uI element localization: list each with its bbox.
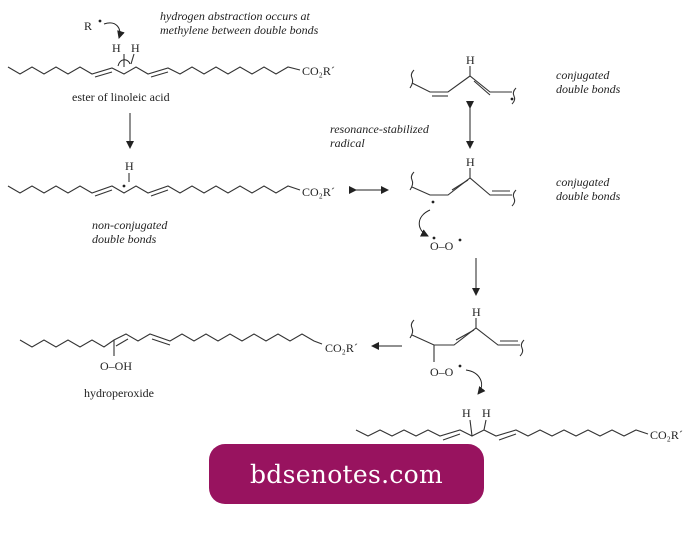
abstraction-note-line1: hydrogen abstraction occurs at xyxy=(160,9,311,23)
radical-dot xyxy=(98,19,102,23)
oxygen-radical-dot-1 xyxy=(432,236,436,240)
h-peroxyl-label: H xyxy=(472,305,481,319)
radical-dot-conj-mid xyxy=(431,200,435,204)
h-label-2: H xyxy=(131,41,140,55)
oxygen-radical-dot-2 xyxy=(458,238,462,242)
ester-label: ester of linoleic acid xyxy=(72,90,170,104)
h-bottom-label-2: H xyxy=(482,406,491,420)
h-label-1: H xyxy=(112,41,121,55)
watermark-badge: bdsenotes.com xyxy=(209,444,484,504)
abstraction-half-arrow xyxy=(117,59,131,67)
hydroperoxide-label: hydroperoxide xyxy=(84,386,154,400)
ooh-label: O–OH xyxy=(100,359,132,373)
curved-arrow-peroxyl xyxy=(465,369,486,395)
peroxyl-radical-dot xyxy=(458,364,462,368)
peroxyl-fragment xyxy=(409,318,525,362)
co2r-bottom-label: CO₂R´ xyxy=(650,428,683,442)
non-conjugated-line2: double bonds xyxy=(92,232,157,246)
conjugated-top-line2: double bonds xyxy=(556,82,621,96)
conjugated-top-line1: conjugated xyxy=(556,68,610,82)
r-radical-label: R xyxy=(84,19,92,33)
linoleic-ester-chain xyxy=(7,66,301,78)
curved-arrow-abstraction xyxy=(103,22,125,39)
radical-dot-conj-top xyxy=(510,97,514,101)
conjugated-mid-line1: conjugated xyxy=(556,175,610,189)
co2r-hydroperoxide-label: CO₂R´ xyxy=(325,341,358,355)
conjugated-fragment-mid xyxy=(409,168,517,207)
oxygen-radical-label: O–O xyxy=(430,239,454,253)
curved-arrow-oxygen xyxy=(418,209,431,237)
hydroperoxide-chain xyxy=(19,333,323,356)
resonance-line1: resonance-stabilized xyxy=(330,122,430,136)
resonance-line2: radical xyxy=(330,136,365,150)
radical-dot-chain xyxy=(122,184,126,188)
peroxyl-o-label: O–O xyxy=(430,365,454,379)
linoleic-ester-chain-bottom xyxy=(355,419,649,441)
watermark-text: bdsenotes.com xyxy=(249,459,444,489)
conjugated-mid-line2: double bonds xyxy=(556,189,621,203)
h-conj-mid-label: H xyxy=(466,155,475,169)
non-conjugated-line1: non-conjugated xyxy=(92,218,168,232)
radical-chain xyxy=(7,185,301,197)
h-radical-label: H xyxy=(125,159,134,173)
conjugated-fragment-top xyxy=(409,66,517,105)
co2r-mid-label: CO₂R´ xyxy=(302,185,335,199)
co2r-top-label: CO₂R´ xyxy=(302,64,335,78)
h-conj-top-label: H xyxy=(466,53,475,67)
abstraction-note-line2: methylene between double bonds xyxy=(160,23,319,37)
h-bottom-label-1: H xyxy=(462,406,471,420)
